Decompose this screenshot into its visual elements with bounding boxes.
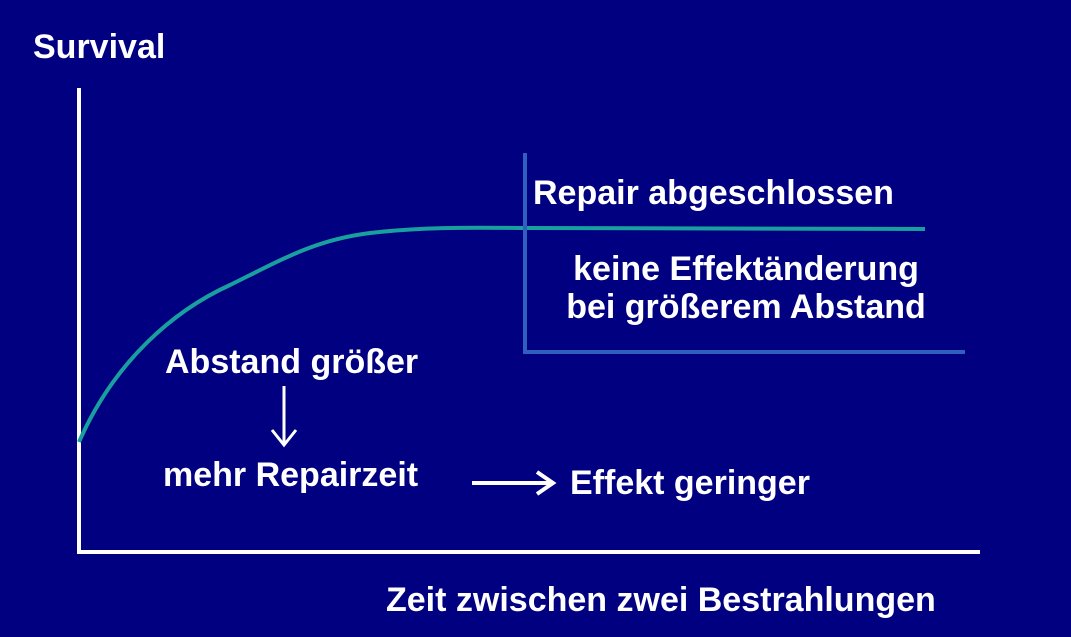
no-effect-line-2: bei größerem Abstand (566, 288, 926, 326)
down-arrow (270, 386, 298, 448)
survival-curve (77, 225, 926, 443)
effect-smaller-label: Effekt geringer (570, 464, 810, 502)
more-repair-time-label: mehr Repairzeit (163, 456, 419, 494)
distance-larger-label: Abstand größer (165, 343, 419, 381)
no-effect-annotation: keine Effektänderung bei größerem Abstan… (526, 250, 966, 326)
repair-done-label: Repair abgeschlossen (533, 174, 894, 212)
no-effect-line-1: keine Effektänderung (573, 250, 919, 288)
x-axis-label: Zeit zwischen zwei Bestrahlungen (386, 581, 936, 619)
right-arrow (472, 470, 557, 496)
y-axis-label: Survival (33, 28, 166, 66)
